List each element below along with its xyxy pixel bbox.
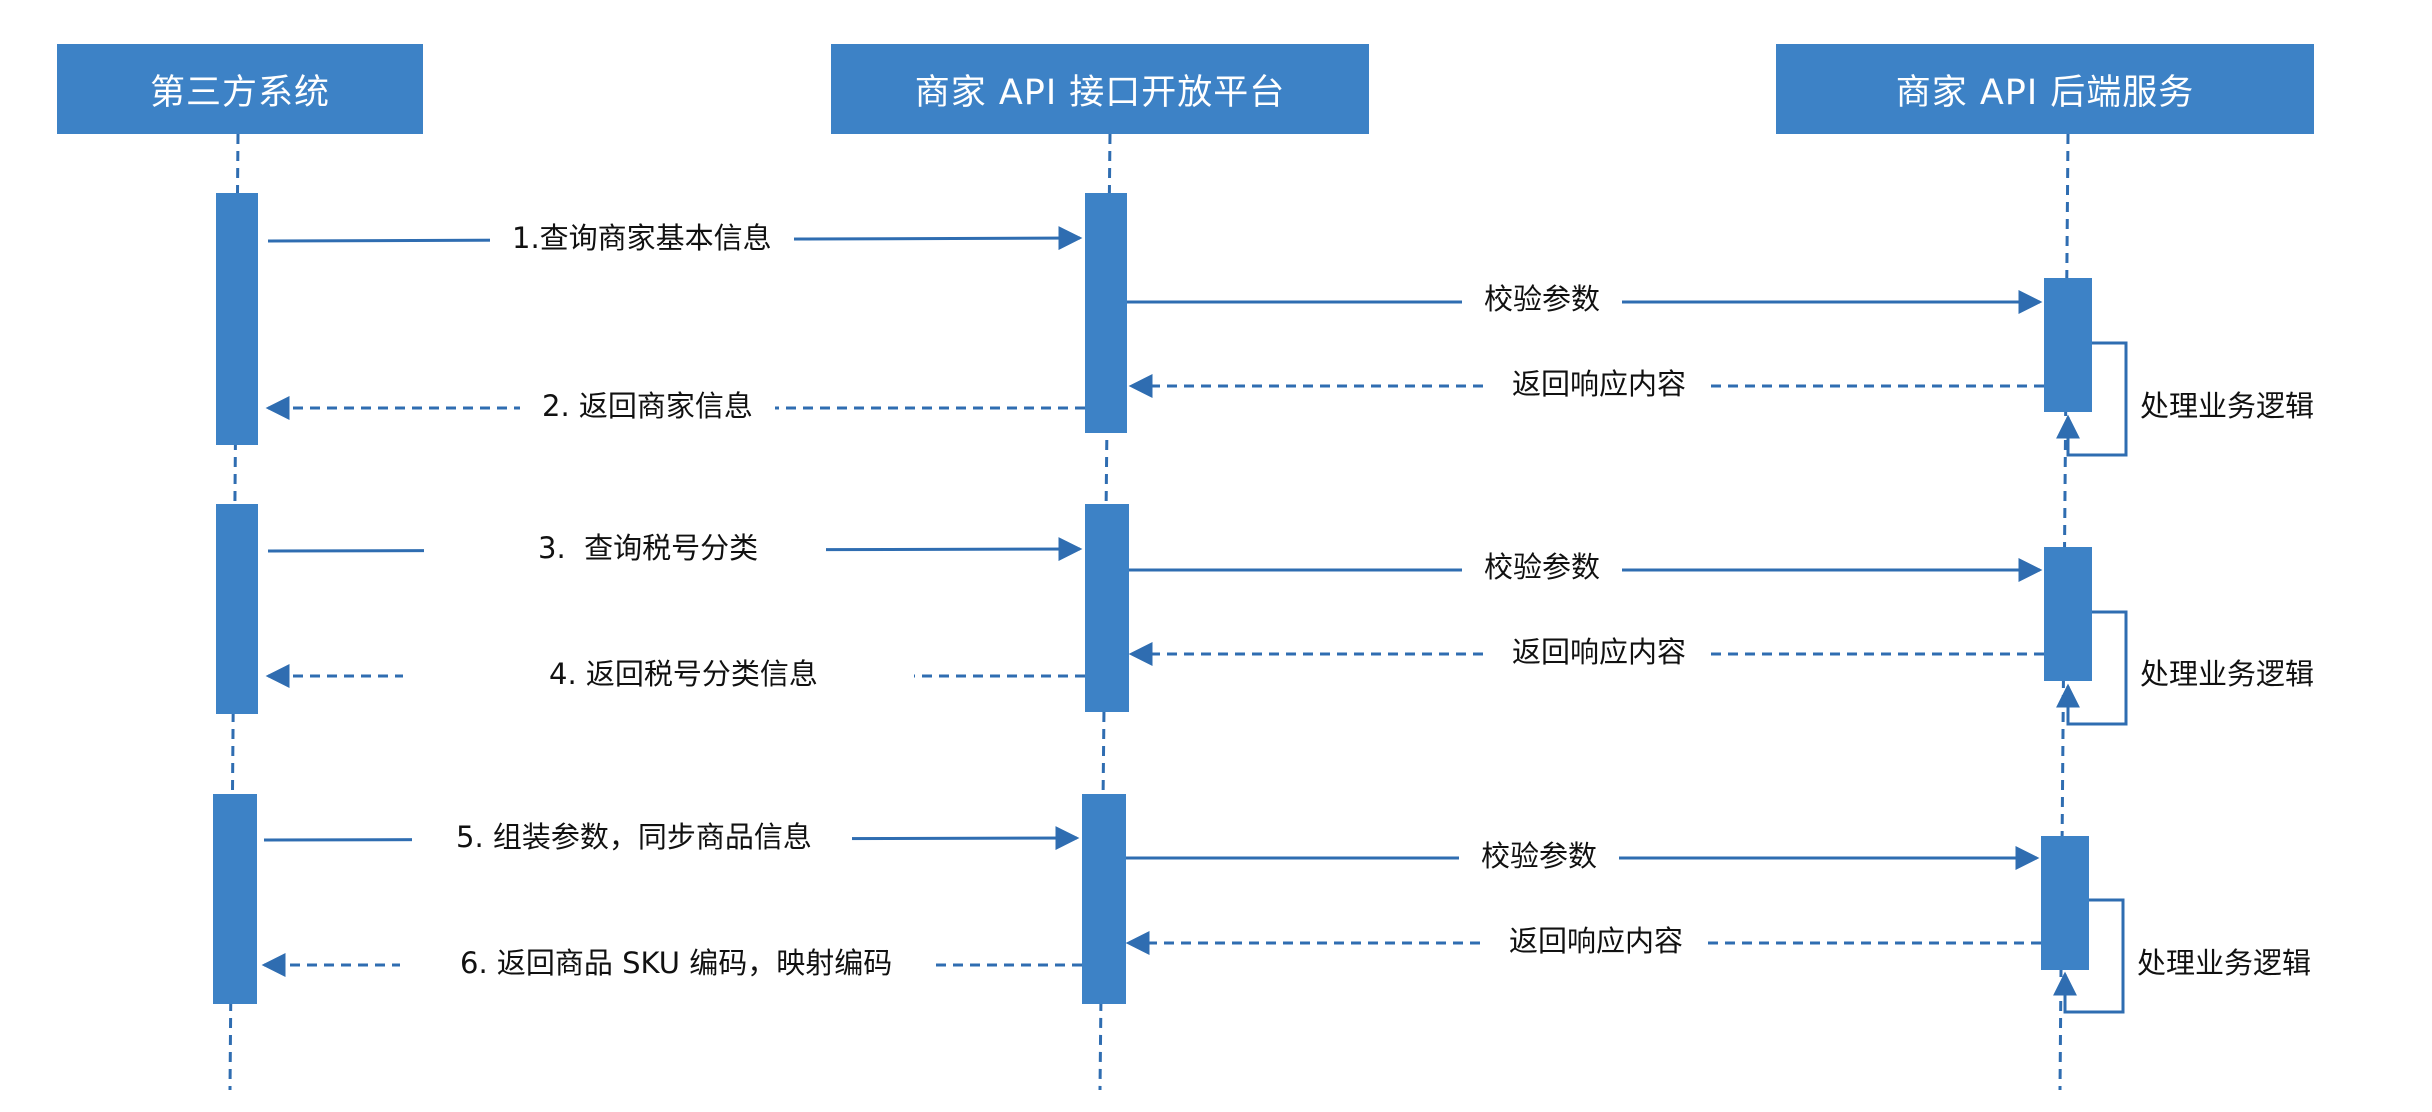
- actor-third-party-system: 第三方系统: [57, 44, 423, 134]
- self-loop-process-3: [2053, 898, 2125, 1014]
- message-label-response-2: 2. 返回商家信息: [520, 392, 775, 421]
- message-label-backend-response-1: 返回响应内容: [1490, 370, 1709, 399]
- activation-bar-third-party-3: [213, 794, 257, 1004]
- activation-bar-third-party-1: [216, 193, 258, 445]
- message-label-request-1: 1.查询商家基本信息: [490, 224, 794, 253]
- message-label-request-3: 3. 查询税号分类: [424, 534, 827, 563]
- activation-bar-platform-1: [1085, 193, 1127, 433]
- message-label-response-6: 6. 返回商品 SKU 编码，映射编码: [400, 949, 935, 978]
- message-label-validate-2: 校验参数: [1462, 553, 1623, 582]
- message-label-backend-response-2: 返回响应内容: [1490, 638, 1709, 667]
- activation-bar-platform-2: [1085, 504, 1129, 712]
- note-label-process-1: 处理业务逻辑: [2134, 392, 2315, 421]
- activation-bar-backend-2: [2044, 547, 2092, 681]
- message-label-validate-1: 校验参数: [1462, 285, 1623, 314]
- message-label-response-4: 4. 返回税号分类信息: [403, 660, 914, 689]
- note-label-process-3: 处理业务逻辑: [2131, 949, 2312, 978]
- self-loop-process-1: [2056, 341, 2128, 457]
- message-label-validate-3: 校验参数: [1459, 842, 1620, 871]
- self-loop-process-2: [2056, 610, 2128, 726]
- note-label-process-2: 处理业务逻辑: [2134, 660, 2315, 689]
- activation-bar-platform-3: [1082, 794, 1126, 1004]
- actor-backend-service: 商家 API 后端服务: [1776, 44, 2314, 134]
- message-label-backend-response-3: 返回响应内容: [1487, 927, 1706, 956]
- message-label-request-5: 5. 组装参数，同步商品信息: [412, 823, 852, 852]
- actor-open-platform: 商家 API 接口开放平台: [831, 44, 1369, 134]
- activation-bar-backend-1: [2044, 278, 2092, 412]
- activation-bar-backend-3: [2041, 836, 2089, 970]
- activation-bar-third-party-2: [216, 504, 258, 714]
